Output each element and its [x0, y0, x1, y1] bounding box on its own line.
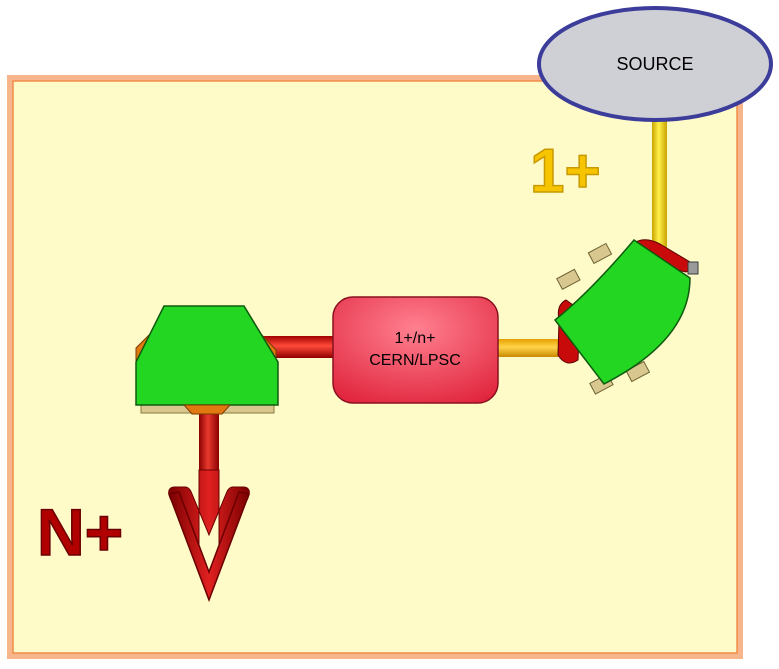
beam-line-nplus-vertical: [199, 408, 219, 488]
charge-breeder-box: 1+/n+ CERN/LPSC: [332, 296, 499, 404]
charge-breeder-line1: 1+/n+: [395, 330, 436, 347]
ion-source: SOURCE: [537, 6, 773, 122]
left-dipole-magnet: [135, 305, 279, 415]
beam-line-1plus-vertical: [652, 100, 667, 265]
charge-state-out-label: N+: [37, 495, 123, 569]
charge-state-in-label: 1+: [530, 137, 601, 206]
source-label: SOURCE: [616, 54, 693, 74]
nplus-arrow-down-icon: [167, 469, 251, 603]
beam-line-breeder-to-magnet: [495, 339, 567, 357]
beam-line-nplus-horizontal: [262, 336, 337, 358]
charge-breeder-line2: CERN/LPSC: [369, 352, 461, 369]
right-bending-magnet: [553, 239, 699, 395]
